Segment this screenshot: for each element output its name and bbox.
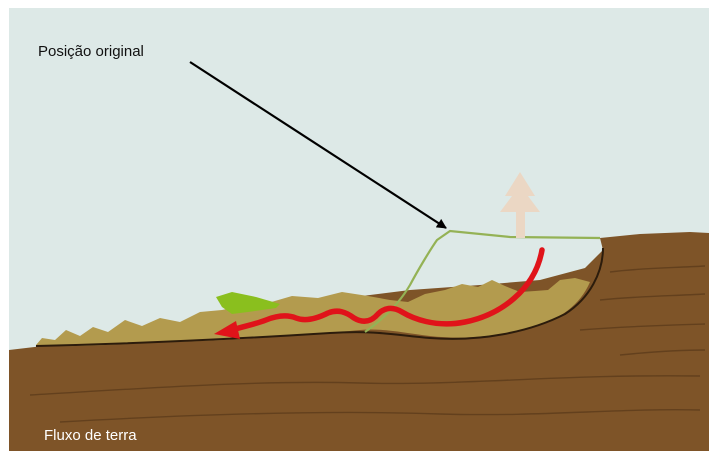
earthflow-caption: Fluxo de terra <box>44 427 137 444</box>
original-position-label: Posição original <box>38 43 144 60</box>
